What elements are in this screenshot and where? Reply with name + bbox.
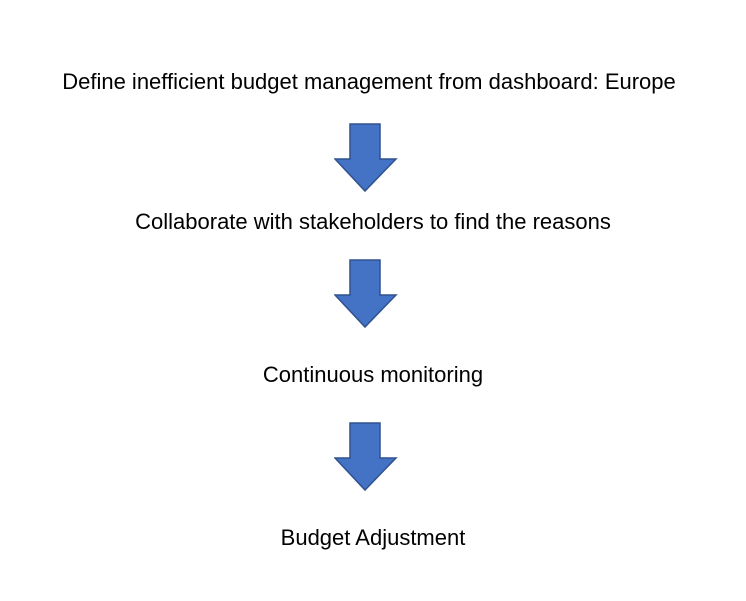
step-1-label: Define inefficient budget management fro… [62, 69, 676, 94]
arrow-down-icon [334, 123, 398, 193]
step-2-label: Collaborate with stakeholders to find th… [135, 209, 611, 234]
step-4-label: Budget Adjustment [280, 525, 466, 550]
arrow-down-icon [334, 259, 398, 329]
step-3-label: Continuous monitoring [262, 362, 484, 387]
arrow-down-icon [334, 422, 398, 492]
